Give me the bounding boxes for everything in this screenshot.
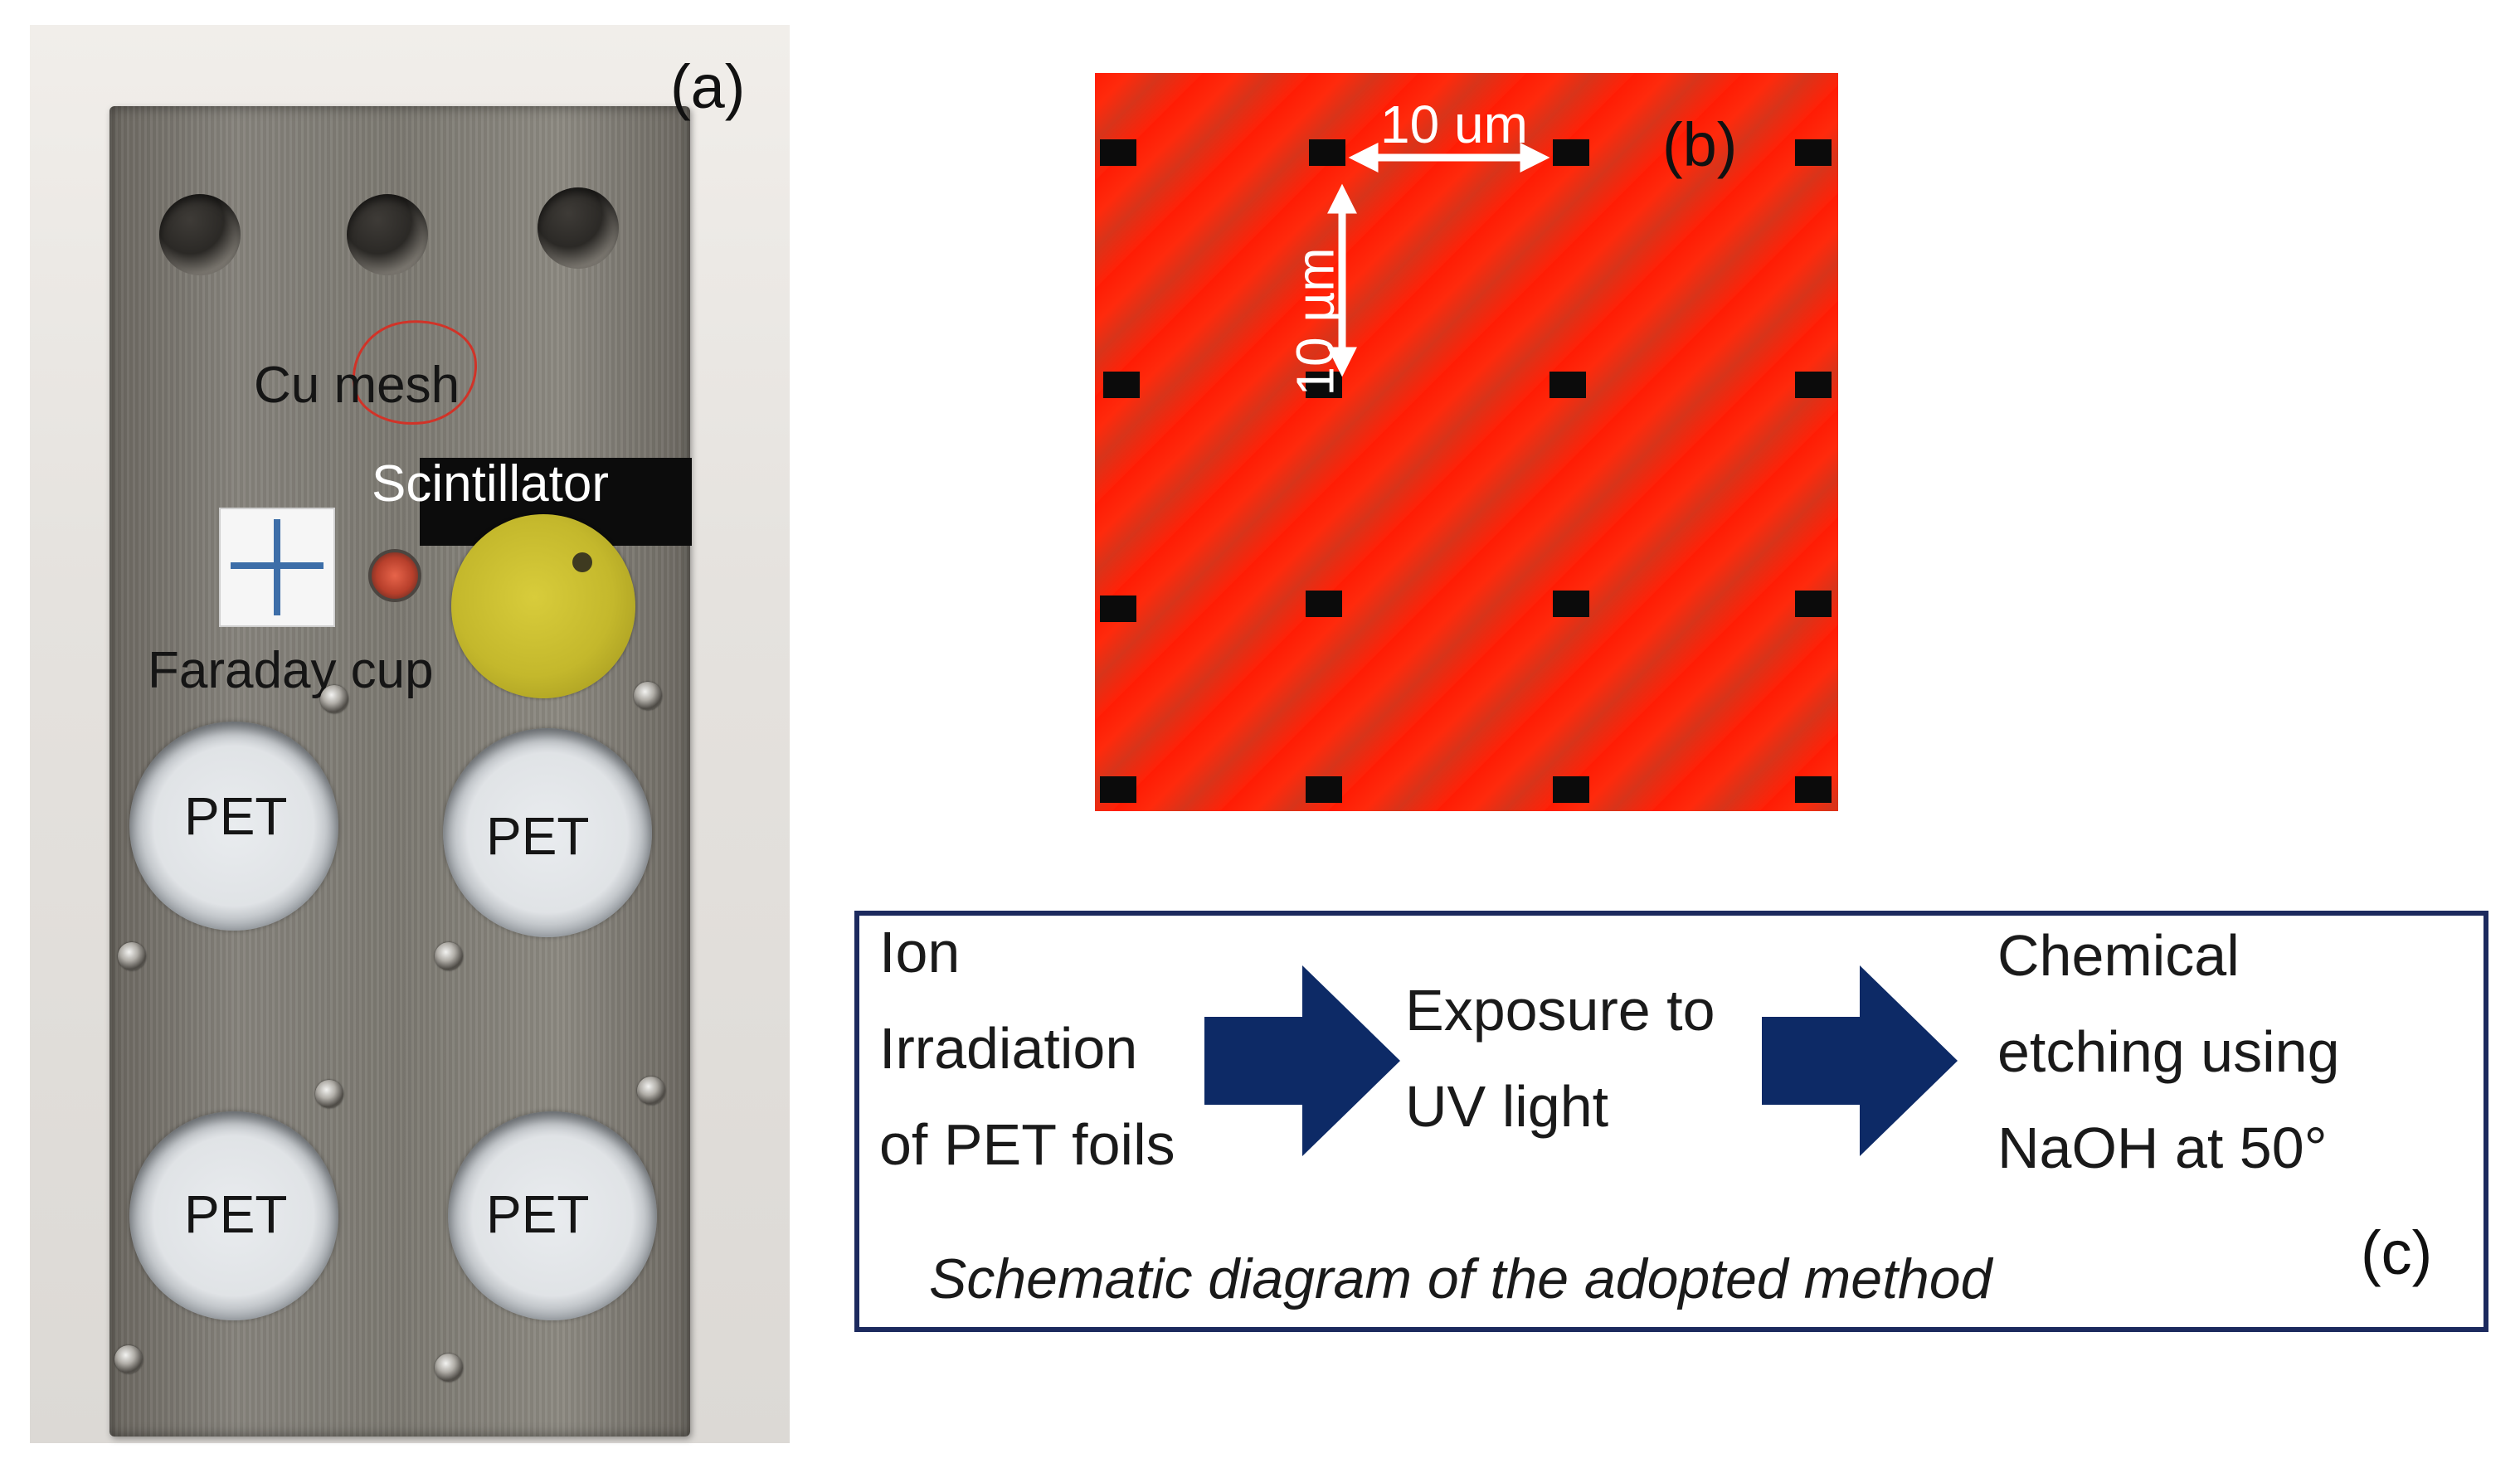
flow-arrow-right-icon <box>1762 965 1958 1156</box>
mounting-hole <box>347 194 428 275</box>
grid-marker <box>1795 139 1832 166</box>
horizontal-spacing-label: 10 um <box>1380 95 1528 154</box>
screw <box>114 1345 143 1373</box>
panel-b-label: (b) <box>1662 110 1738 179</box>
vertical-spacing-label: 10 µm <box>1285 247 1345 396</box>
screw <box>315 1080 343 1108</box>
screw <box>435 942 463 970</box>
grid-marker <box>1100 776 1136 803</box>
screw <box>320 685 348 713</box>
grid-marker <box>1309 139 1345 166</box>
pet-label: PET <box>184 786 288 846</box>
pet-well <box>443 728 652 937</box>
step-line: UV light <box>1405 1074 1609 1139</box>
step-line: etching using <box>1997 1019 2340 1084</box>
mounting-hole <box>159 194 241 275</box>
pet-label: PET <box>486 806 590 866</box>
grid-marker <box>1795 776 1832 803</box>
spacing-arrows <box>1327 143 1550 377</box>
scintillator-disk <box>451 514 635 698</box>
pet-well <box>448 1111 657 1320</box>
screw <box>637 1077 665 1105</box>
step-line: Ion <box>879 920 961 984</box>
step-line: Chemical <box>1997 923 2240 988</box>
micrograph <box>1095 73 1838 811</box>
process-flow-box <box>854 911 2488 1332</box>
step-uv-exposure: Exposure to UV light <box>1405 962 1715 1155</box>
grid-marker <box>1103 372 1140 398</box>
pet-label: PET <box>486 1184 590 1244</box>
faraday-cup-label: Faraday cup <box>148 642 434 699</box>
scintillator-label: Scintillator <box>372 455 609 513</box>
grid-marker <box>1306 776 1342 803</box>
step-chemical-etching: Chemical etching using NaOH at 50° <box>1997 907 2340 1196</box>
cu-mesh-label: Cu mesh <box>254 357 460 414</box>
grid-marker <box>1553 139 1589 166</box>
grid-marker <box>1100 596 1136 622</box>
pet-label: PET <box>184 1184 288 1244</box>
grid-marker <box>1553 591 1589 617</box>
screw <box>634 682 662 710</box>
mounting-hole <box>538 187 619 269</box>
panel-c-label: (c) <box>2361 1218 2433 1287</box>
pet-well <box>129 722 338 931</box>
grid-marker <box>1549 372 1586 398</box>
pet-well <box>129 1111 338 1320</box>
diagram-caption: Schematic diagram of the adopted method <box>929 1247 1992 1310</box>
grid-marker <box>1306 591 1342 617</box>
faraday-cup <box>368 549 421 602</box>
screw <box>118 942 146 970</box>
alignment-sticker <box>219 508 335 627</box>
grid-marker <box>1795 372 1832 398</box>
flow-arrow-right-icon <box>1204 965 1400 1156</box>
scintillator-hole <box>572 552 592 572</box>
step-line: Irradiation <box>879 1016 1138 1081</box>
step-line: of PET foils <box>879 1112 1175 1177</box>
grid-marker <box>1553 776 1589 803</box>
panel-a-label: (a) <box>670 52 746 121</box>
grid-marker <box>1100 139 1136 166</box>
cross-horizontal <box>231 562 324 569</box>
screw <box>435 1354 463 1382</box>
step-line: NaOH at 50° <box>1997 1116 2328 1180</box>
grid-marker <box>1795 591 1832 617</box>
step-line: Exposure to <box>1405 978 1715 1043</box>
step-ion-irradiation: Ion Irradiation of PET foils <box>879 904 1175 1193</box>
